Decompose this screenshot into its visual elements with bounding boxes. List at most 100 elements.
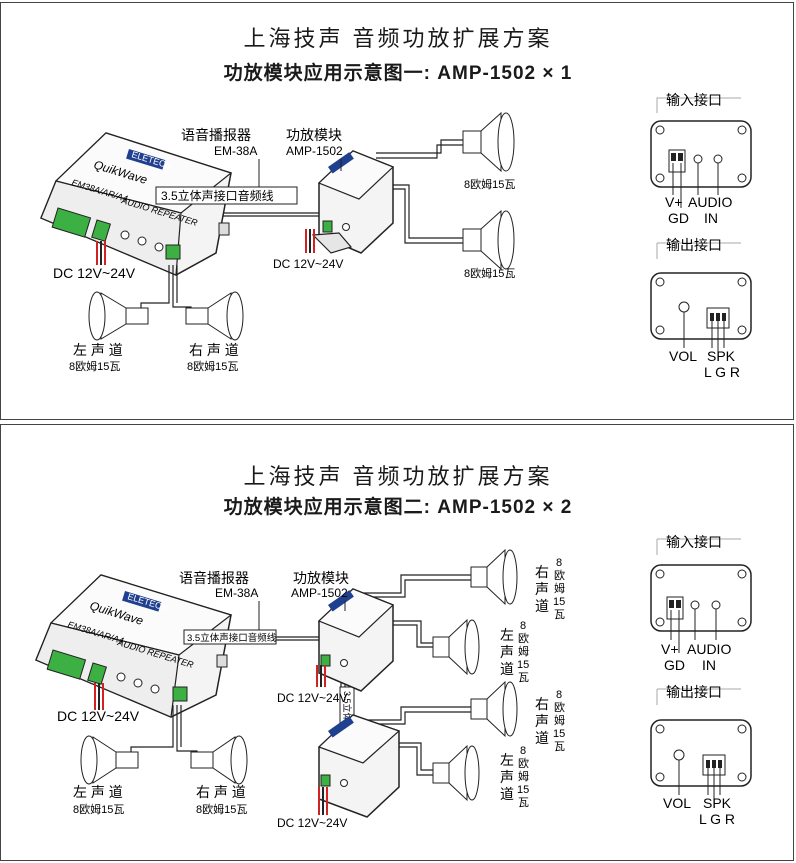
input-interface-title: 输入接口 bbox=[666, 534, 722, 550]
svg-text:姆: 姆 bbox=[518, 769, 529, 783]
amp-brand bbox=[328, 590, 354, 612]
input-interface: 输入接口 V+ GD AUDIO IN bbox=[650, 92, 752, 226]
output-interface: 输出接口 VOL SPK L G R bbox=[650, 684, 752, 827]
device-power-wires bbox=[94, 683, 104, 710]
svg-text:IN: IN bbox=[702, 657, 716, 673]
svg-text:欧: 欧 bbox=[554, 569, 565, 582]
device-power-label: DC 12V~24V bbox=[53, 265, 136, 281]
svg-text:VOL: VOL bbox=[663, 795, 691, 811]
svg-text:15: 15 bbox=[517, 784, 529, 796]
mount-tab bbox=[218, 222, 230, 236]
cable-label: 3.5立体声接口音频线 bbox=[187, 632, 277, 644]
amp-power-wires bbox=[305, 229, 315, 253]
speaker-right-channel bbox=[190, 735, 248, 785]
speaker-rating: 8欧姆15瓦 bbox=[69, 359, 120, 373]
knob bbox=[120, 230, 130, 240]
amp-knob bbox=[340, 659, 348, 667]
panel-1-title: 上海技声 音频功放扩展方案 bbox=[243, 26, 553, 51]
speaker-right-channel bbox=[185, 291, 244, 341]
svg-text:道: 道 bbox=[535, 598, 549, 614]
svg-text:姆: 姆 bbox=[554, 713, 565, 727]
cable-label-box bbox=[183, 629, 277, 645]
cable-label: 3.5立体声接口音频线 bbox=[161, 188, 274, 203]
panel-2-diagram: 3.5立体声接口音频线 ELETECH QuikWave EM38A/AR/A4… bbox=[35, 534, 752, 830]
amp-module-1 bbox=[317, 588, 395, 692]
speaker-terminal bbox=[172, 686, 188, 702]
device-name-label: 语音播报器 bbox=[181, 127, 251, 143]
amp-1-power-wires bbox=[316, 665, 326, 687]
amp-module-2 bbox=[317, 714, 401, 818]
svg-text:右: 右 bbox=[535, 696, 549, 712]
speaker-3-label: 右 声 道 8 欧 姆 15 瓦 bbox=[535, 689, 565, 753]
device-model-label: EM-38A bbox=[215, 586, 258, 600]
right-channel-label: 右 声 道 bbox=[189, 342, 239, 358]
output-interface-title: 输出接口 bbox=[666, 684, 722, 700]
speaker-bottom bbox=[462, 209, 515, 271]
left-channel-label: 左 声 道 bbox=[73, 342, 123, 358]
svg-text:道: 道 bbox=[500, 786, 514, 802]
amp-2-power-wires bbox=[318, 787, 328, 815]
svg-text:道: 道 bbox=[500, 661, 514, 677]
speaker-1-label: 右 声 道 8 欧 姆 15 瓦 bbox=[535, 557, 565, 621]
speaker-rating: 8欧姆15瓦 bbox=[73, 802, 124, 816]
speaker-left-channel bbox=[80, 735, 139, 785]
svg-text:15: 15 bbox=[553, 596, 565, 608]
svg-text:瓦: 瓦 bbox=[518, 672, 529, 684]
knob bbox=[154, 242, 164, 252]
svg-text:V+: V+ bbox=[665, 194, 683, 210]
svg-text:SPK: SPK bbox=[707, 348, 736, 364]
knob bbox=[133, 678, 143, 688]
svg-text:GD: GD bbox=[668, 210, 689, 226]
svg-text:瓦: 瓦 bbox=[518, 797, 529, 809]
amp-name-label: 功放模块 bbox=[286, 127, 342, 143]
power-terminal bbox=[87, 662, 108, 685]
speaker-rating: 8欧姆15瓦 bbox=[464, 266, 515, 280]
diagram-panel-1: 上海技声 音频功放扩展方案 功放模块应用示意图一: AMP-1502 × 1 E… bbox=[0, 2, 794, 420]
svg-text:姆: 姆 bbox=[518, 644, 529, 658]
amp-knob bbox=[342, 223, 350, 231]
svg-text:欧: 欧 bbox=[554, 701, 565, 714]
device-model-label: EM-38A bbox=[214, 144, 257, 158]
svg-text:VOL: VOL bbox=[669, 348, 697, 364]
svg-text:8: 8 bbox=[556, 689, 562, 701]
knob bbox=[137, 236, 147, 246]
device-name-label: 语音播报器 bbox=[179, 570, 249, 586]
mount-tab bbox=[216, 654, 228, 668]
svg-text:IN: IN bbox=[704, 210, 718, 226]
speaker-2 bbox=[432, 618, 480, 676]
panel-1-subtitle: 功放模块应用示意图一: AMP-1502 × 1 bbox=[223, 63, 573, 84]
svg-text:声: 声 bbox=[500, 644, 514, 660]
amp-power-label: DC 12V~24V bbox=[273, 257, 343, 271]
output-interface: 输出接口 VOL SPK L G R bbox=[650, 237, 752, 380]
svg-text:GD: GD bbox=[664, 657, 685, 673]
amp-speaker-wires bbox=[376, 139, 463, 244]
input-interface-title: 输入接口 bbox=[666, 92, 722, 108]
svg-text:AUDIO: AUDIO bbox=[687, 641, 731, 657]
device-power-label: DC 12V~24V bbox=[57, 708, 140, 724]
svg-text:瓦: 瓦 bbox=[554, 609, 565, 621]
svg-text:8: 8 bbox=[520, 620, 526, 632]
speaker-rating: 8欧姆15瓦 bbox=[187, 359, 238, 373]
svg-text:左: 左 bbox=[500, 752, 514, 768]
speaker-4-label: 左 声 道 8 欧 姆 15 瓦 bbox=[500, 745, 529, 809]
svg-text:姆: 姆 bbox=[554, 581, 565, 595]
speaker-top bbox=[462, 111, 515, 173]
panel-2-title: 上海技声 音频功放扩展方案 bbox=[243, 464, 553, 489]
amp-power-terminal bbox=[320, 774, 331, 787]
speaker-3 bbox=[470, 680, 518, 738]
svg-text:V+: V+ bbox=[661, 641, 679, 657]
knob bbox=[150, 684, 160, 694]
amp-speaker-wires bbox=[349, 574, 471, 776]
amp-model-label: AMP-1502 bbox=[286, 144, 343, 158]
amp-module bbox=[311, 150, 395, 254]
terminal-block bbox=[46, 649, 87, 680]
amp-2-power-label: DC 12V~24V bbox=[277, 816, 347, 830]
amp-power-terminal bbox=[320, 654, 331, 667]
audio-repeater-device: ELETECH QuikWave EM38A/AR/A4 AUDIO REPEA… bbox=[35, 574, 233, 718]
svg-text:瓦: 瓦 bbox=[554, 741, 565, 753]
panel-2-subtitle: 功放模块应用示意图二: AMP-1502 × 2 bbox=[223, 497, 573, 518]
svg-text:欧: 欧 bbox=[518, 757, 529, 770]
svg-text:8: 8 bbox=[520, 745, 526, 757]
right-channel-label: 右 声 道 bbox=[196, 784, 246, 800]
speaker-terminal bbox=[165, 244, 181, 260]
